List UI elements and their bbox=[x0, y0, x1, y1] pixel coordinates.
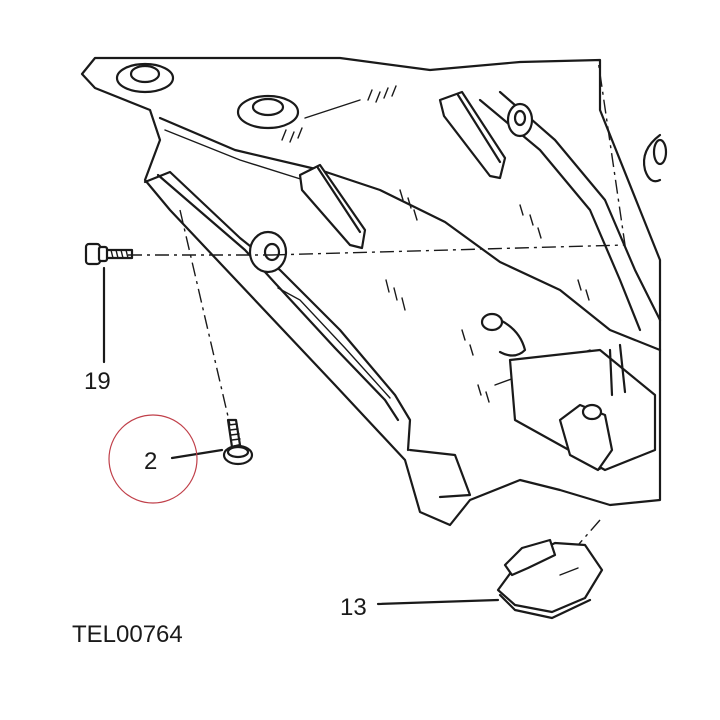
bolt-fastener-19 bbox=[84, 242, 134, 266]
boss-side-mount bbox=[248, 230, 288, 274]
slot-group bbox=[281, 85, 590, 403]
screw-fastener-2 bbox=[222, 418, 254, 466]
diagram-reference-code: TEL00764 bbox=[72, 621, 183, 648]
leader-line-13 bbox=[376, 598, 500, 606]
lower-mount-detail bbox=[408, 312, 657, 499]
callout-2: 2 bbox=[144, 448, 157, 475]
grommet-top-center bbox=[236, 94, 300, 130]
boss-top-right bbox=[506, 102, 534, 138]
grommet-top-left bbox=[115, 62, 175, 94]
circle-highlight-icon bbox=[108, 414, 198, 504]
rib-pair-left bbox=[298, 163, 367, 250]
rib-pair-right bbox=[438, 90, 507, 180]
callout-13: 13 bbox=[340, 594, 367, 621]
callout-19: 19 bbox=[84, 368, 111, 395]
clip-part-13 bbox=[496, 538, 604, 620]
